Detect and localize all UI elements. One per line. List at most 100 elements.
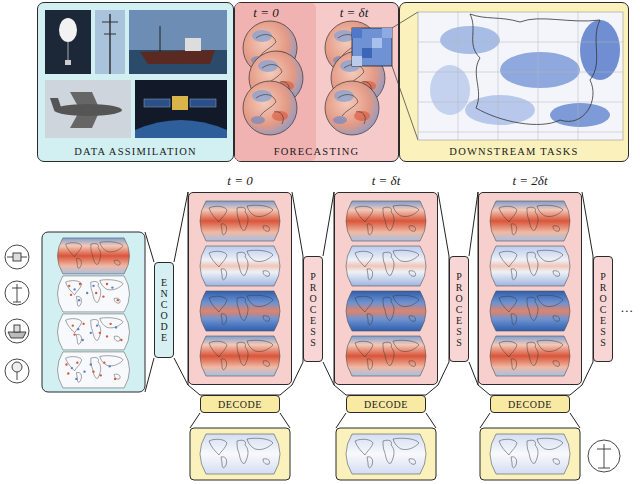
box-label: ENCODE [159,277,169,343]
output-boxes [200,434,280,474]
mast-photo [104,34,116,35]
state-maps [490,246,570,286]
regional-map [498,12,499,140]
observation-icons [17,284,18,302]
output-boxes [426,413,436,428]
state-maps [355,295,419,325]
zoom-inset [362,48,372,58]
state-maps [490,336,570,376]
balloon-photo [65,60,71,65]
zoom-inset [352,28,392,66]
processor-box: PROCESS [303,256,323,362]
satellite-photo [144,99,170,107]
ship-photo [185,38,201,51]
regional-map [418,102,623,103]
forecast-globes [243,21,297,75]
panel-heading: DATA ASSIMILATION [74,146,197,161]
forecast-globes [325,81,379,135]
state-column: t = 2δt [478,192,582,385]
regional-map [418,72,623,73]
state-maps [209,250,273,280]
state-maps [346,201,426,241]
state-maps [499,295,563,325]
observation-icons [13,253,21,261]
aircraft-photo [70,110,100,128]
balloon-photo [59,18,77,42]
regional-map [418,12,623,140]
state-maps [200,336,280,376]
output-boxes [190,413,200,428]
ship-photo [160,26,161,52]
observation-panel [145,358,154,392]
observation-panel [58,276,130,312]
output-boxes [480,428,580,480]
regional-map [418,132,623,133]
state-maps [346,336,426,376]
time-label: t = 0 [253,5,278,20]
ship-photo [129,10,227,74]
state-maps [346,291,426,331]
state-maps [355,205,419,235]
state-maps [209,340,273,370]
box-label: DECODE [364,399,408,410]
state-column: t = 0 [188,192,292,385]
regional-map [578,12,579,140]
state-maps [499,340,563,370]
state-maps [355,250,419,280]
observation-panel [65,362,116,381]
satellite-photo [172,96,188,110]
observation-panel [58,352,130,388]
state-column: t = δt [334,192,438,385]
zoom-inset [382,28,392,38]
station-icon [597,449,611,450]
state-maps [499,205,563,235]
observation-icons [5,245,29,269]
regional-map [418,12,623,140]
ship-photo [129,10,227,50]
processor-box: PROCESS [449,256,469,362]
aircraft-photo [50,98,62,110]
observation-panel [68,283,119,302]
state-maps [200,246,280,286]
forecast-globes [325,21,379,75]
output-boxes [280,413,290,428]
output-boxes [200,434,280,474]
observation-panel [72,323,123,342]
observation-panel [42,232,154,392]
regional-map [418,12,623,140]
zoom-inset [352,56,362,66]
observation-panel [58,314,130,350]
balloon-photo [45,10,91,74]
observation-icons [7,257,13,258]
observation-icons [12,288,22,289]
output-boxes [346,434,426,474]
observation-icons [13,302,21,303]
section-panel: DATA ASSIMILATION [37,2,234,162]
state-maps [346,291,426,331]
output-boxes [490,434,570,474]
observation-icons [8,332,26,338]
zoom-inset [372,38,382,48]
output-boxes [490,434,570,474]
observation-icons [5,359,29,383]
satellite-photo [135,120,227,138]
observation-icons [17,372,18,380]
state-maps [490,246,570,286]
link-trapezoid [292,192,303,385]
station-icon [588,440,620,472]
observation-icons [12,362,22,372]
state-maps [200,201,570,376]
observation-icons [5,245,29,383]
link-trapezoid [174,192,188,385]
satellite-photo [135,80,227,138]
observation-panel [66,318,124,345]
box-label: DECODE [218,399,262,410]
forecast-globes [249,51,303,105]
observation-panel [58,314,130,350]
regional-map [440,26,500,54]
time-heading: t = 0 [189,172,291,190]
panel-heading: FORECASTING [274,146,360,161]
